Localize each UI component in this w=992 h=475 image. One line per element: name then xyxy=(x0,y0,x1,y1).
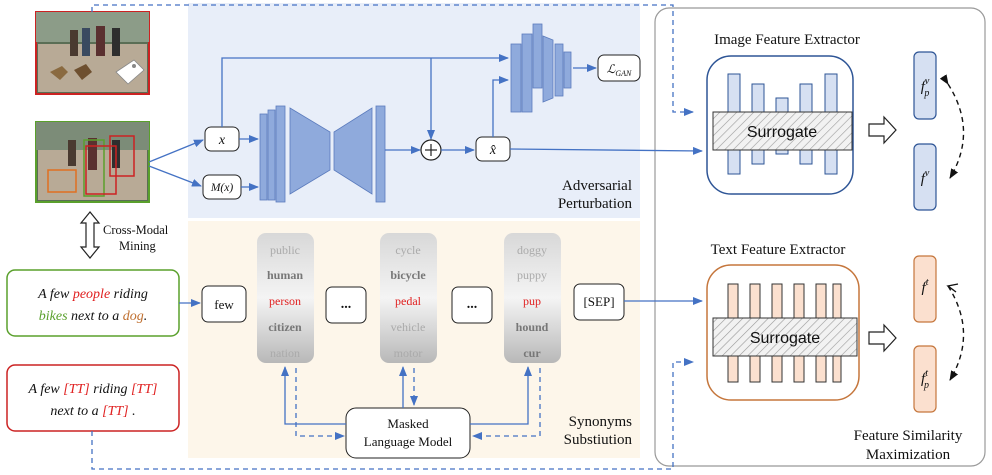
dots-node-2 xyxy=(451,286,493,324)
add-node xyxy=(420,139,442,161)
col2-word-4: vehicle xyxy=(391,320,426,334)
col2-word-3: pedal xyxy=(395,294,422,308)
mlm-to-col1 xyxy=(281,366,346,425)
mined-image xyxy=(35,121,150,203)
col3-to-mlm xyxy=(472,368,541,440)
skip-line xyxy=(221,54,509,127)
image-surrogate xyxy=(712,111,853,151)
text-similarity-head xyxy=(946,283,959,293)
adversarial-label-1: Adversarial xyxy=(562,178,632,194)
few-node xyxy=(201,285,247,323)
mlm-label-2: Language Model xyxy=(364,434,453,449)
cross-modal-label-1: Cross-Modal xyxy=(103,223,169,237)
cross-modal-arrow xyxy=(79,211,101,259)
xhat-to-extractor xyxy=(509,146,703,155)
cross-modal-label-2: Mining xyxy=(119,239,157,253)
sep-node xyxy=(573,283,625,321)
col1-word-2: human xyxy=(267,268,303,282)
x-node-label: x xyxy=(218,133,226,148)
col3-word-5: cur xyxy=(523,346,541,360)
synonym-column-1: public human person citizen nation xyxy=(257,233,314,363)
dots-node-1-label: ... xyxy=(341,297,352,312)
fpv-box xyxy=(913,51,937,120)
sep-node-label: [SEP] xyxy=(583,294,614,309)
col2-word-2: bicycle xyxy=(390,268,426,282)
generator-network xyxy=(259,105,386,203)
mlm-to-col3 xyxy=(470,366,532,425)
green-caption-box xyxy=(6,269,180,337)
col2-word-5: motor xyxy=(394,346,423,360)
image-extractor-title: Image Feature Extractor xyxy=(714,32,860,48)
feature-similarity-label-2: Maximization xyxy=(866,447,951,463)
red-caption-box xyxy=(6,364,180,432)
feature-similarity-label-1: Feature Similarity xyxy=(854,428,963,444)
red-caption-line2: next to a [TT] . xyxy=(50,404,135,419)
few-node-label: few xyxy=(214,297,234,312)
ft-box xyxy=(913,255,937,323)
feature-panel xyxy=(654,7,986,467)
image-output-arrow xyxy=(868,115,897,145)
col1-word-3: person xyxy=(269,294,301,308)
dots-node-1 xyxy=(325,286,367,324)
synonym-column-2: cycle bicycle pedal vehicle motor xyxy=(380,233,437,363)
text-surrogate xyxy=(712,317,858,357)
mlm-label-1: Masked xyxy=(387,416,429,431)
col1-word-1: public xyxy=(270,243,300,257)
col3-word-1: doggy xyxy=(517,243,547,257)
col1-word-4: citizen xyxy=(268,320,302,334)
fpt-box xyxy=(913,345,937,413)
text-output-arrow xyxy=(868,323,897,353)
dots-node-2-label: ... xyxy=(467,297,478,312)
ft-label: ft xyxy=(922,277,929,296)
xhat-to-disc xyxy=(492,76,509,137)
col3-word-3: pup xyxy=(523,294,541,308)
col1-to-mlm xyxy=(295,368,345,440)
loss-node xyxy=(597,54,641,82)
dashed-text-path xyxy=(91,358,694,470)
mlm-node xyxy=(345,407,471,459)
red-caption-line1: A few [TT] riding [TT] xyxy=(28,382,158,397)
synonyms-label-2: Substiution xyxy=(564,432,633,448)
dashed-image-path xyxy=(91,4,694,116)
text-similarity-arrow xyxy=(947,285,965,381)
green-caption-line2: bikes next to a dog. xyxy=(39,309,147,324)
fv-box xyxy=(913,143,937,211)
col3-word-2: puppy xyxy=(517,268,547,282)
arrow-to-mx xyxy=(148,165,202,187)
arrow-to-x xyxy=(148,139,204,163)
green-caption-line1: A few people riding xyxy=(37,287,148,302)
image-surrogate-label: Surrogate xyxy=(747,124,817,141)
synonym-column-3: doggy puppy pup hound cur xyxy=(504,233,561,363)
source-image xyxy=(35,11,150,95)
fv-label: fv xyxy=(921,168,930,187)
loss-node-label: ℒGAN xyxy=(607,62,632,78)
text-extractor-title: Text Feature Extractor xyxy=(711,242,846,258)
col3-word-4: hound xyxy=(516,320,549,334)
text-surrogate-label: Surrogate xyxy=(750,330,820,347)
mx-node-label: M(x) xyxy=(210,182,234,194)
xhat-node-label: x̂ xyxy=(489,143,497,158)
adversarial-label-2: Perturbation xyxy=(558,196,633,212)
col2-word-1: cycle xyxy=(395,243,420,257)
synonyms-label-1: Synonyms xyxy=(569,414,633,430)
discriminator-network xyxy=(510,23,572,113)
image-similarity-arrow xyxy=(939,74,965,179)
col1-word-5: nation xyxy=(270,346,300,360)
